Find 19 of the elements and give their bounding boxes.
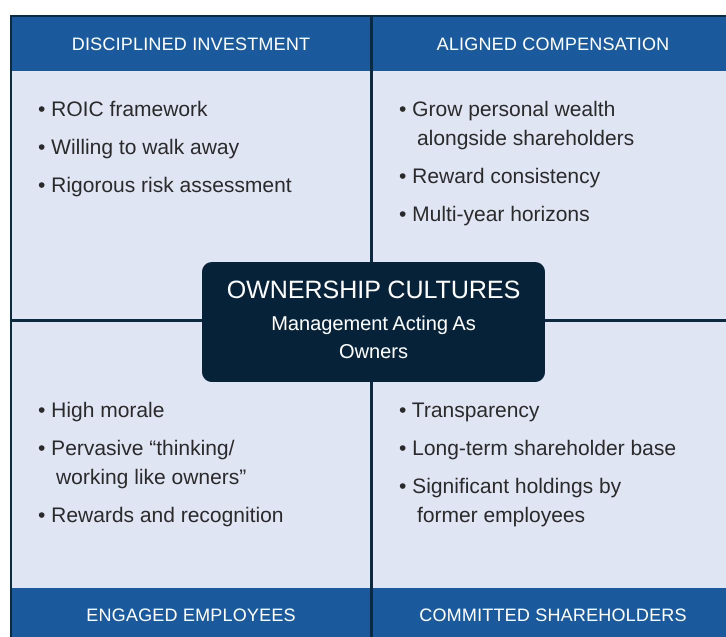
bullet-item: • Rewards and recognition: [38, 503, 284, 529]
bullet-item: • Rigorous risk assessment: [38, 173, 293, 199]
bullet-item: • Transparency: [399, 398, 540, 424]
header-bar: ALIGNED COMPENSATION: [373, 17, 726, 71]
center-box: [202, 262, 545, 382]
bullet-item: • Reward consistency: [399, 164, 602, 190]
bullet-item: • Grow personal wealth alongside shareholders: [399, 97, 636, 152]
bullet-item: • Willing to walk away: [38, 135, 240, 161]
bullet-item: • High morale: [38, 398, 166, 424]
bullet-item: • Multi-year horizons: [399, 202, 591, 228]
bullet-item: • Pervasive “thinking/ working like owners”: [38, 436, 248, 491]
header-bar: ENGAGED EMPLOYEES: [12, 588, 370, 637]
bullet-item: • Significant holdings by former employees: [399, 474, 622, 529]
header-bar: COMMITTED SHAREHOLDERS: [373, 588, 726, 637]
header-bar: DISCIPLINED INVESTMENT: [12, 17, 370, 71]
bullet-item: • Long-term shareholder base: [399, 436, 678, 462]
bullet-item: • ROIC framework: [38, 97, 209, 123]
center-title: OWNERSHIP CULTURES: [226, 275, 520, 306]
center-subtitle: Management Acting As Owners: [270, 312, 477, 365]
